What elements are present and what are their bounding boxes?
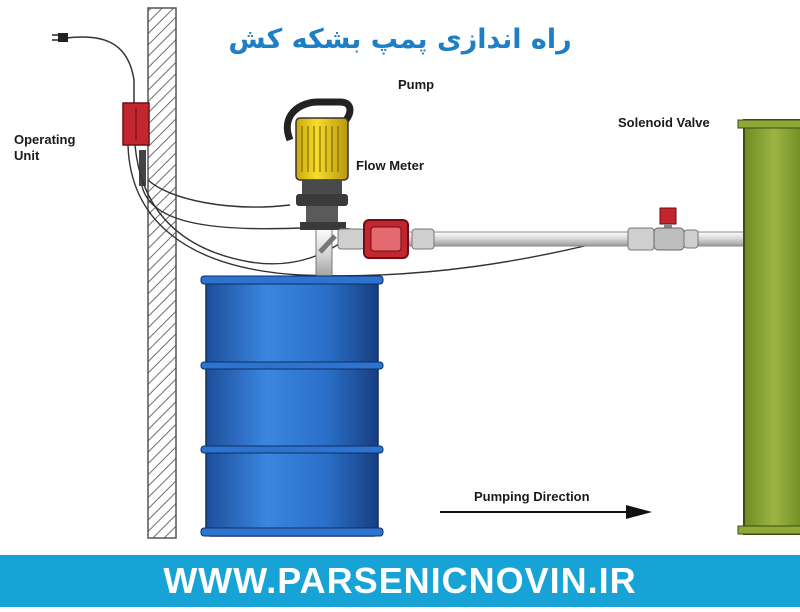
power-cable: [52, 33, 135, 105]
barrel-drum: [200, 275, 384, 537]
page-title: راه اندازی پمپ بشکه کش: [228, 24, 572, 55]
storage-tank: [737, 119, 800, 535]
solenoid-valve-label: Solenoid Valve: [618, 115, 710, 130]
pumping-direction-label: Pumping Direction: [474, 489, 590, 504]
operating-unit-box: [122, 102, 150, 186]
footer-banner: WWW.PARSENICNOVIN.IR: [0, 555, 800, 607]
wall: [147, 7, 177, 539]
flow-meter: [363, 219, 409, 259]
pump-tube: [315, 227, 337, 281]
website-url[interactable]: WWW.PARSENICNOVIN.IR: [163, 560, 637, 601]
solenoid-valve: [627, 207, 699, 251]
pump-motor: [283, 98, 354, 230]
pumping-direction-arrow: [440, 505, 652, 519]
pump-label: Pump: [398, 77, 435, 92]
operating-unit-label: Operating Unit: [14, 132, 76, 163]
flow-meter-label: Flow Meter: [356, 158, 424, 173]
